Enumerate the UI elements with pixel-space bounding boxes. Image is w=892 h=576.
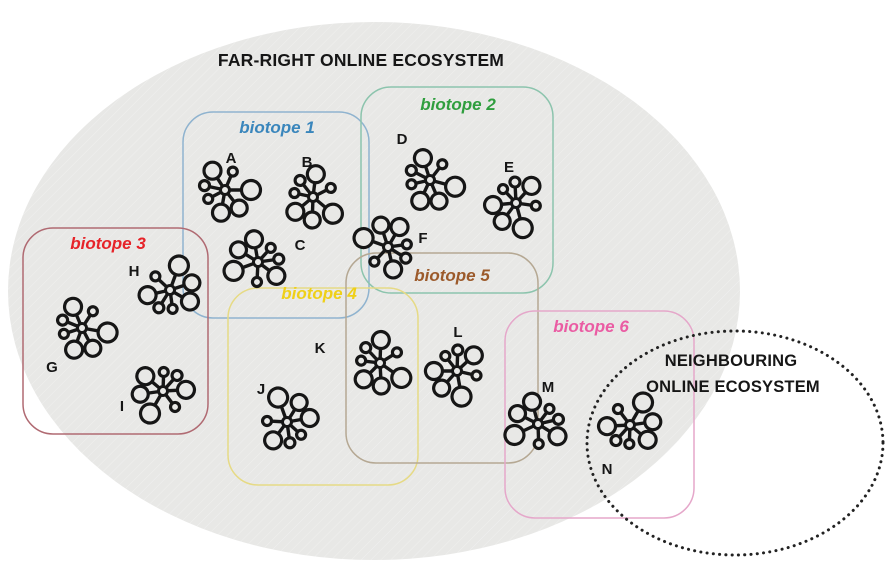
- network-label-k: K: [315, 340, 326, 357]
- network-label-i: I: [120, 398, 124, 415]
- network-label-b: B: [302, 154, 313, 171]
- neighbouring-title-line1: NEIGHBOURING: [665, 352, 798, 370]
- biotope-4-label: biotope 4: [281, 284, 357, 303]
- biotope-2-label: biotope 2: [420, 95, 496, 114]
- biotope-5-box: [345, 252, 539, 464]
- neighbouring-ecosystem-ellipse: [585, 329, 885, 557]
- biotope-3-label: biotope 3: [70, 234, 146, 253]
- biotope-3-box: [22, 227, 209, 435]
- network-label-j: J: [257, 381, 265, 398]
- network-label-g: G: [46, 359, 58, 376]
- biotope-6-label: biotope 6: [553, 317, 629, 336]
- biotope-6-box: [504, 310, 695, 519]
- ecosystem-texture-overlay: [8, 22, 740, 560]
- biotope-5-label: biotope 5: [414, 266, 490, 285]
- network-label-l: L: [453, 324, 462, 341]
- network-label-h: H: [129, 263, 140, 280]
- biotope-1-label: biotope 1: [239, 118, 315, 137]
- biotope-2-box: [360, 86, 554, 294]
- biotope-1-box: [182, 111, 370, 319]
- network-label-m: M: [542, 379, 555, 396]
- network-label-n: N: [602, 461, 613, 478]
- biotope-4-box: [227, 287, 419, 486]
- network-label-c: C: [295, 237, 306, 254]
- main-ecosystem-title: FAR-RIGHT ONLINE ECOSYSTEM: [218, 50, 504, 70]
- neighbouring-title-line2: ONLINE ECOSYSTEM: [646, 378, 820, 396]
- network-label-d: D: [397, 131, 408, 148]
- network-label-f: F: [418, 230, 427, 247]
- network-label-a: A: [226, 150, 237, 167]
- network-label-e: E: [504, 159, 514, 176]
